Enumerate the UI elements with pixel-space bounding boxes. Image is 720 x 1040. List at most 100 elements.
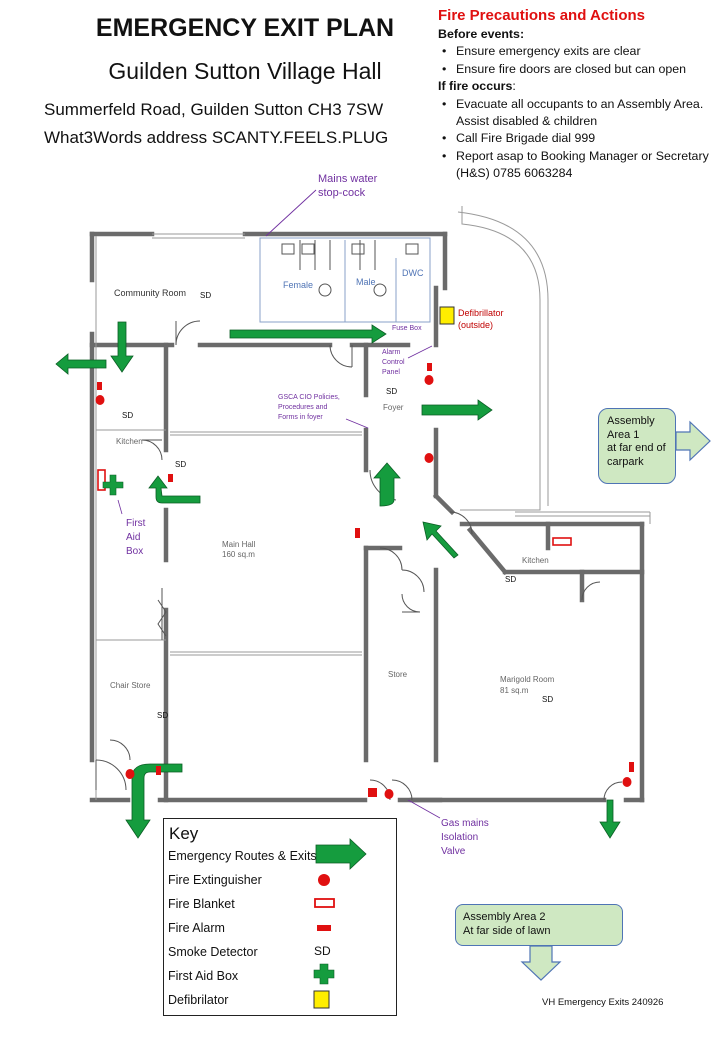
smoke-detectors: SD SD SD SD SD SD SD — [122, 291, 553, 720]
exit-routes — [55, 321, 621, 839]
fire-extinguishers — [95, 375, 632, 799]
room-main-hall-area: 160 sq.m — [222, 550, 255, 559]
key-title: Key — [169, 824, 199, 843]
smoke-detector: SD — [386, 387, 397, 396]
list-item-continuation-text: Assist disabled & children — [456, 114, 598, 129]
key-item-alarm: Fire Alarm — [168, 921, 225, 935]
smoke-detector-symbol: SD — [314, 944, 331, 958]
list-item: Ensure fire doors are closed but can ope… — [438, 61, 720, 79]
fire-extinguisher-icon — [125, 769, 135, 779]
fire-blankets — [97, 469, 572, 546]
smoke-detector: SD — [542, 695, 553, 704]
key-item-routes: Emergency Routes & Exits — [168, 849, 317, 863]
room-marigold-area: 81 sq.m — [500, 686, 529, 695]
list-item-continuation: (H&S) 0785 6063284 — [438, 165, 720, 182]
assembly-area-1-line: Assembly — [607, 415, 655, 427]
what3words-address: What3Words address SCANTY.FEELS.PLUG — [44, 128, 389, 147]
list-item: Evacuate all occupants to an Assembly Ar… — [438, 96, 720, 114]
callout-defibrillator: Defibrillator — [458, 308, 504, 318]
exit-arrow-west — [55, 353, 107, 375]
exit-arrow-down-community — [110, 321, 134, 373]
room-chair-store: Chair Store — [110, 681, 151, 690]
exit-arrow-icon — [315, 838, 367, 870]
key-symbols: SD — [313, 838, 367, 1009]
key-item-blanket: Fire Blanket — [168, 897, 235, 911]
interior-lines — [95, 206, 651, 800]
fire-alarms — [97, 363, 634, 797]
exit-arrow-hall-up — [373, 462, 401, 507]
room-labels: Community Room Female Male DWC Foyer Kit… — [110, 268, 555, 695]
if-fire-list: Evacuate all occupants to an Assembly Ar… — [438, 96, 720, 183]
exit-arrow-foyer-east — [421, 399, 493, 421]
assembly-area-1-line: at far end of — [607, 442, 666, 454]
room-community: Community Room — [114, 288, 186, 298]
address: Summerfeld Road, Guilden Sutton CH3 7SW — [44, 100, 384, 119]
fire-extinguisher-icon — [424, 375, 434, 385]
assembly-area-1-line: Area 1 — [607, 428, 640, 441]
door-swings — [95, 240, 623, 801]
if-fire-heading-colon: : — [512, 79, 516, 94]
document-reference: VH Emergency Exits 240926 — [542, 997, 664, 1008]
assembly-area-2: Assembly Area 2 At far side of lawn — [455, 904, 623, 946]
callout-first-aid: First — [126, 518, 146, 529]
smoke-detector: SD — [157, 711, 168, 720]
fire-extinguisher-icon — [384, 789, 394, 799]
first-aid-icon — [102, 474, 124, 496]
callout-fuse-box: Fuse Box — [392, 325, 422, 332]
exit-arrow-chair-store — [125, 763, 183, 839]
fire-alarm-icon — [355, 528, 360, 538]
exit-arrow-diagonal — [422, 521, 459, 559]
list-item-continuation: Assist disabled & children — [438, 113, 720, 130]
callout-first-aid-2: Aid — [126, 532, 140, 543]
room-marigold: Marigold Room — [500, 675, 555, 684]
key-item-defibrillator: Defibrilator — [168, 993, 229, 1007]
callout-policies-2: Procedures and — [278, 404, 328, 411]
callout-policies: GSCA CIO Policies, — [278, 394, 340, 401]
fire-precautions-panel: Fire Precautions and Actions Before even… — [438, 6, 720, 183]
assembly-arrow-down-icon — [520, 945, 562, 981]
fire-extinguisher-icon — [622, 777, 632, 787]
assembly-area-2-line: At far side of lawn — [463, 924, 551, 937]
room-dwc: DWC — [402, 268, 424, 278]
fire-alarm-icon — [168, 474, 173, 482]
list-item: Ensure emergency exits are clear — [438, 43, 720, 61]
callout-mains-water-2: stop-cock — [318, 187, 366, 199]
fire-alarm-icon — [629, 762, 634, 772]
room-main-hall: Main Hall — [222, 540, 256, 549]
first-aid-icon — [313, 963, 335, 985]
if-fire-heading: If fire occurs: — [438, 78, 720, 95]
key-item-smoke-detector: Smoke Detector — [168, 945, 258, 959]
callout-policies-3: Forms in foyer — [278, 414, 323, 421]
callouts: Mains water stop-cock Defibrillator (out… — [117, 173, 504, 857]
smoke-detector: SD — [505, 575, 516, 584]
if-fire-heading-text: If fire occurs — [438, 79, 513, 94]
room-store: Store — [388, 670, 408, 679]
fire-alarm-icon — [317, 925, 331, 931]
fire-alarm-icon — [156, 766, 161, 775]
exit-arrow-marigold-south — [599, 799, 621, 839]
key-item-extinguisher: Fire Extinguisher — [168, 873, 262, 887]
callout-gas-mains: Gas mains — [441, 818, 489, 829]
room-foyer: Foyer — [383, 403, 404, 412]
before-events-list: Ensure emergency exits are clear Ensure … — [438, 43, 720, 78]
defibrillator-icon — [439, 306, 455, 325]
venue-name: Guilden Sutton Village Hall — [108, 58, 382, 84]
room-kitchen-left: Kitchen — [116, 437, 143, 446]
callout-alarm-panel: Alarm — [382, 349, 400, 356]
fire-extinguisher-icon — [424, 453, 434, 463]
list-item: Call Fire Brigade dial 999 — [438, 130, 720, 148]
fire-extinguisher-icon — [95, 395, 105, 405]
fire-alarm-icon — [427, 363, 432, 371]
defibrillator-icon — [313, 990, 330, 1009]
callout-mains-water: Mains water — [318, 173, 378, 185]
callout-defibrillator-2: (outside) — [458, 320, 493, 330]
list-item-continuation-text: (H&S) 0785 6063284 — [456, 166, 573, 181]
legend-key: Key Emergency Routes & Exits Fire Exting… — [163, 818, 397, 1016]
smoke-detector: SD — [122, 411, 133, 420]
fire-blanket-icon — [314, 898, 335, 908]
assembly-area-1-line: carpark — [607, 455, 644, 468]
fire-blanket-icon — [97, 469, 106, 491]
assembly-arrow-right-icon — [675, 420, 711, 462]
exit-arrow-kitchen-turn — [148, 475, 201, 504]
